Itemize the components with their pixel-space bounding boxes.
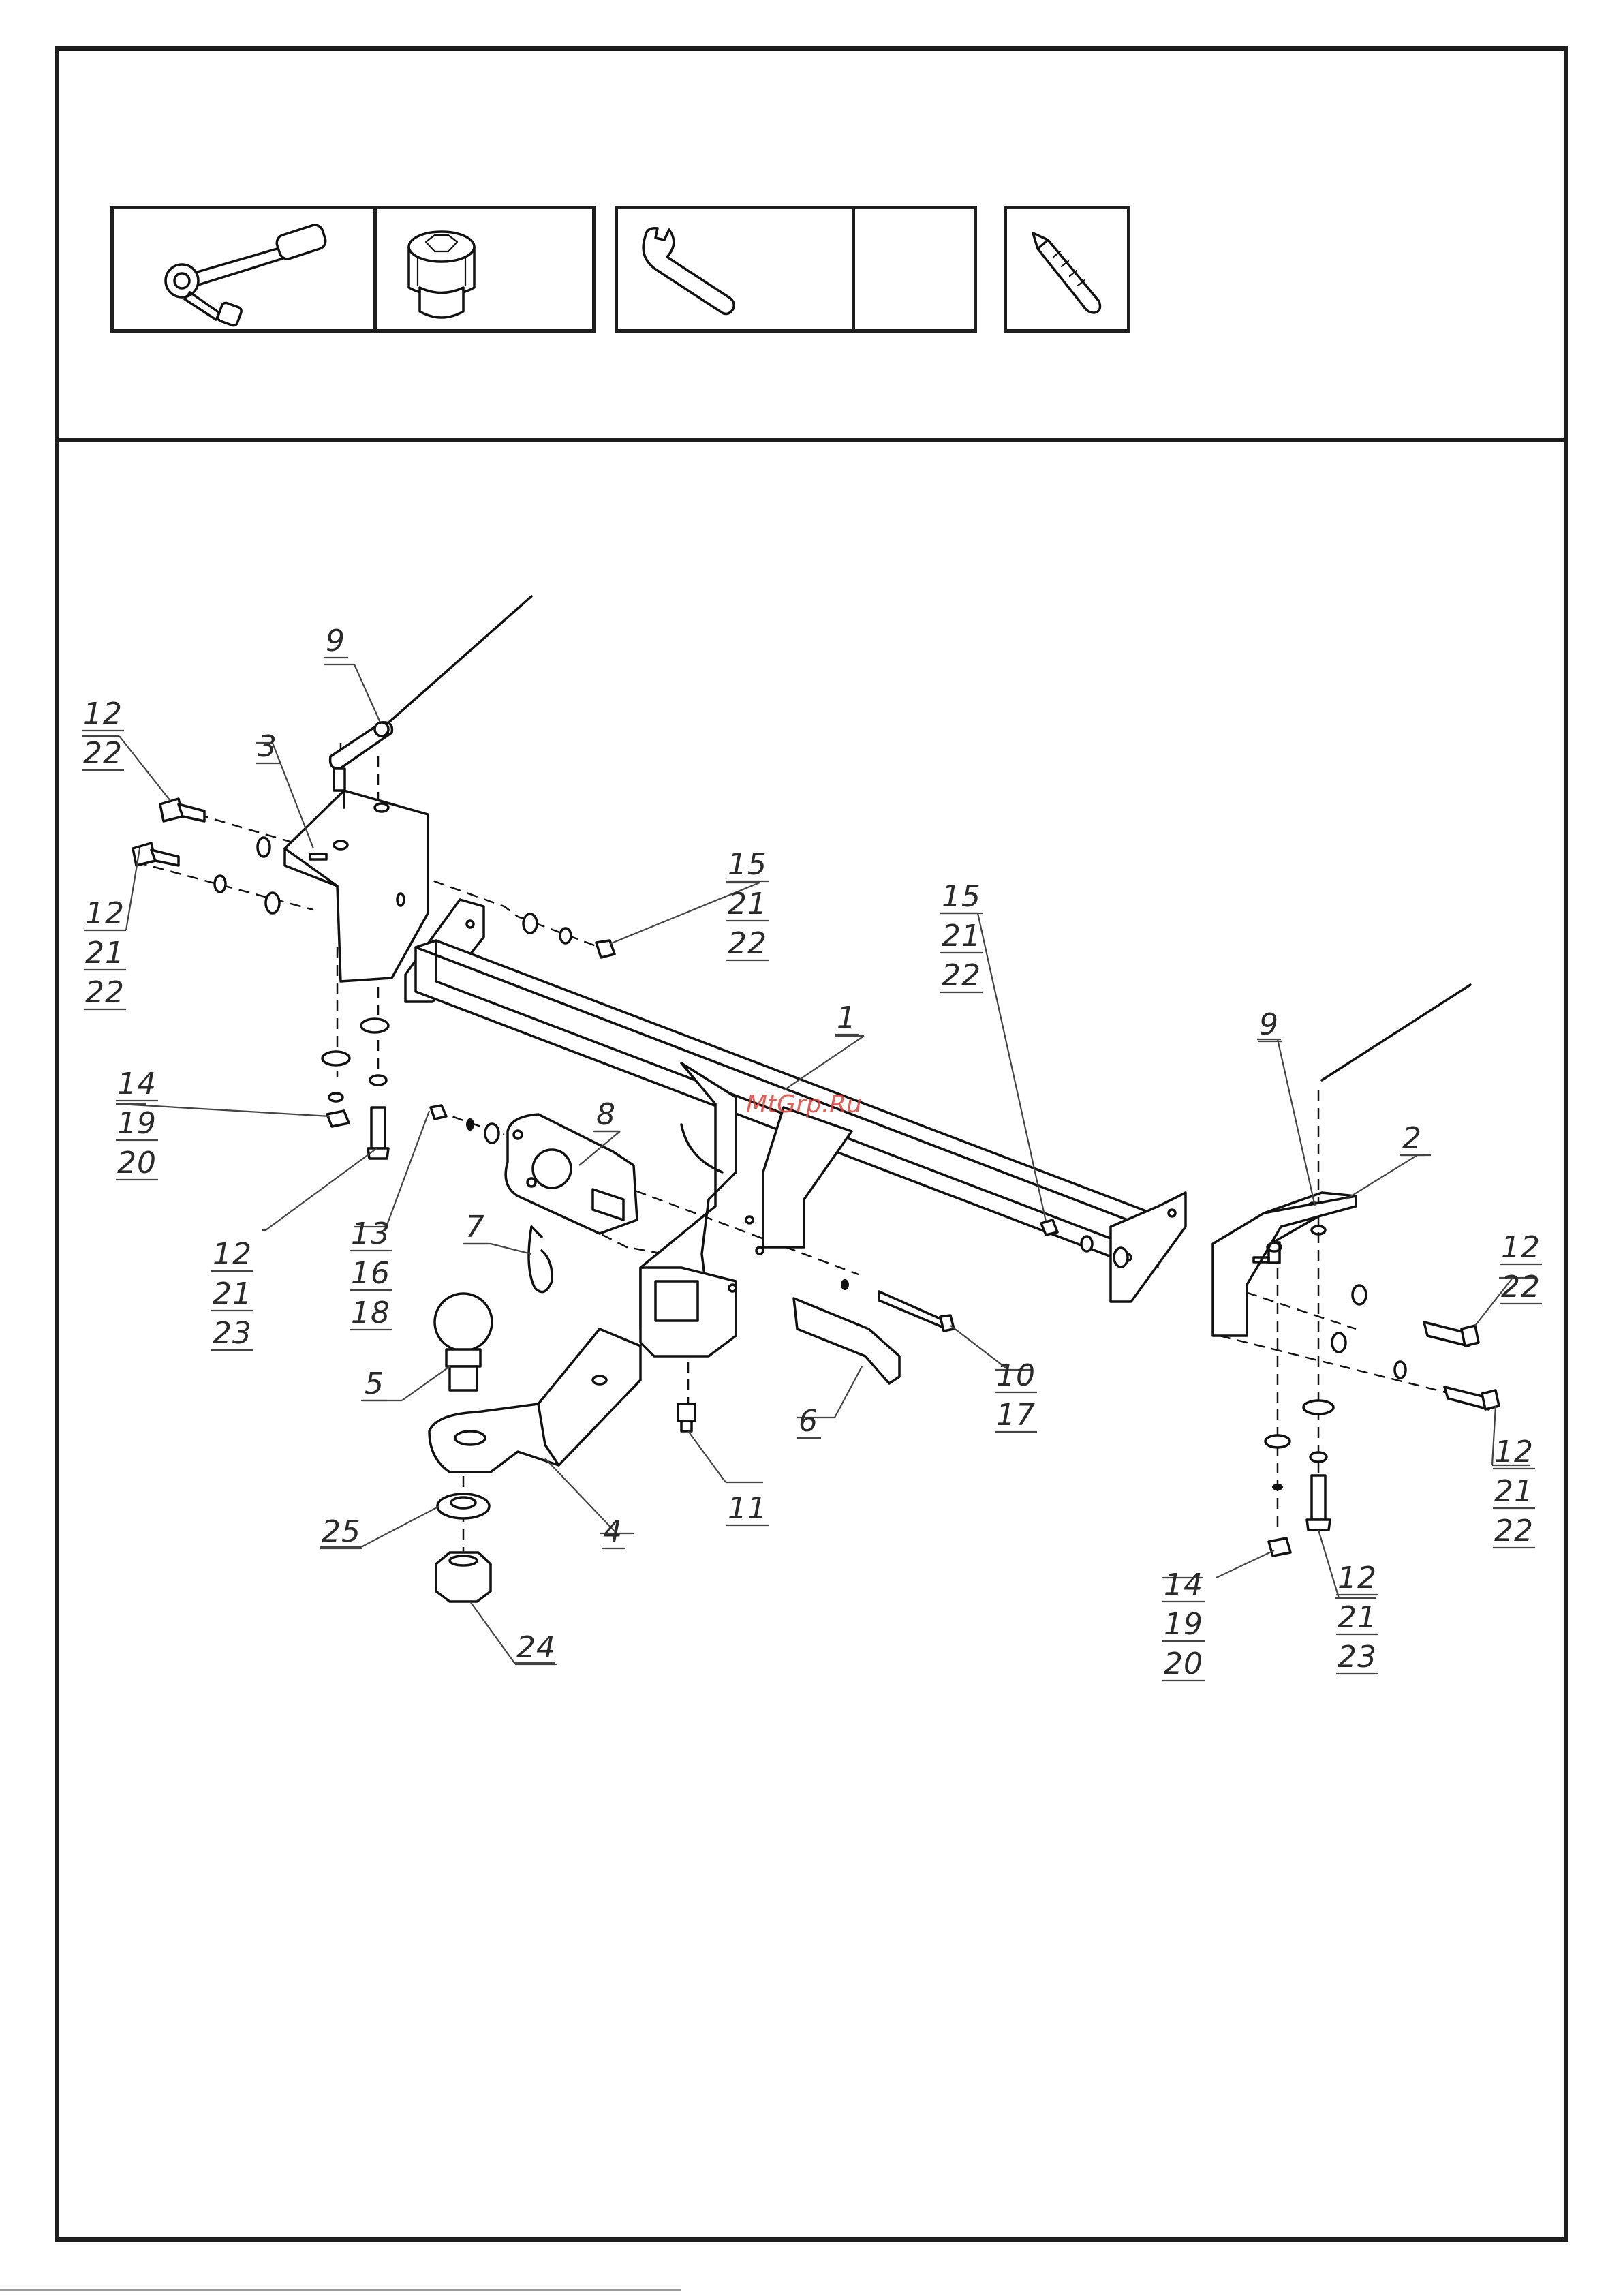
callout-number: 23 bbox=[1338, 1640, 1377, 1674]
callout-number: 21 bbox=[85, 936, 125, 970]
cable-left bbox=[385, 596, 531, 726]
cable-right bbox=[1322, 985, 1470, 1080]
callout-c12c: 12 21 23 bbox=[211, 1237, 253, 1351]
callout-number: 18 bbox=[351, 1296, 390, 1330]
callout-number: 12 bbox=[83, 697, 123, 731]
callout-number: 16 bbox=[351, 1256, 390, 1291]
callout-c15b: 15 21 22 bbox=[940, 879, 983, 993]
callout-c4: 4 bbox=[602, 1514, 625, 1549]
callout-c3: 3 bbox=[256, 729, 280, 764]
callout-number: 10 bbox=[996, 1358, 1036, 1393]
part-9-strap-left bbox=[330, 722, 392, 791]
callout-c1: 1 bbox=[835, 1000, 859, 1035]
part-6-pin bbox=[794, 1298, 899, 1383]
callout-number: 12 bbox=[1338, 1561, 1377, 1595]
callout-number: 21 bbox=[213, 1276, 252, 1311]
callout-number: 25 bbox=[322, 1514, 361, 1549]
part-25-washer bbox=[437, 1494, 489, 1518]
watermark-text: MtGrp.Ru bbox=[746, 1090, 862, 1118]
bolt-set-right bbox=[1265, 1285, 1499, 1556]
callout-number: 20 bbox=[1164, 1647, 1203, 1681]
callout-number: 11 bbox=[728, 1491, 767, 1526]
callout-c12e: 12 21 22 bbox=[1493, 1435, 1535, 1548]
callout-c9a: 9 bbox=[324, 624, 348, 658]
callout-number: 12 bbox=[85, 896, 125, 931]
callout-number: 20 bbox=[117, 1146, 157, 1180]
callout-c8: 8 bbox=[595, 1097, 619, 1132]
callout-c12f: 12 21 23 bbox=[1336, 1561, 1378, 1674]
callout-number: 13 bbox=[351, 1216, 390, 1251]
callout-c9b: 9 bbox=[1258, 1007, 1282, 1042]
callout-number: 9 bbox=[1259, 1007, 1279, 1042]
callout-number: 5 bbox=[365, 1366, 384, 1401]
callout-number: 12 bbox=[213, 1237, 252, 1272]
callout-c11: 11 bbox=[726, 1491, 769, 1526]
callout-number: 15 bbox=[942, 879, 981, 914]
callout-number: 22 bbox=[728, 926, 767, 961]
callout-c12b: 12 21 22 bbox=[84, 896, 126, 1010]
callout-number: 19 bbox=[1164, 1607, 1203, 1642]
part-24-nut bbox=[436, 1552, 491, 1602]
callout-number: 6 bbox=[799, 1404, 818, 1439]
callout-number: 12 bbox=[1501, 1230, 1541, 1265]
callout-c15a: 15 21 22 bbox=[726, 847, 769, 961]
callout-number: 14 bbox=[1164, 1567, 1203, 1602]
callout-number: 7 bbox=[465, 1210, 485, 1244]
callout-c14b: 14 19 20 bbox=[1162, 1567, 1205, 1681]
callout-c25: 25 bbox=[320, 1514, 362, 1549]
callout-c24: 24 bbox=[515, 1630, 557, 1665]
part-3-bracket-left bbox=[285, 791, 428, 981]
callout-c2: 2 bbox=[1401, 1121, 1425, 1156]
callout-c13: 13 16 18 bbox=[350, 1216, 392, 1330]
callout-number: 3 bbox=[258, 729, 277, 764]
part-2-bracket-right bbox=[1213, 1193, 1356, 1336]
callout-number: 12 bbox=[1494, 1435, 1534, 1469]
part-7-clip bbox=[529, 1227, 552, 1292]
callout-number: 8 bbox=[596, 1097, 616, 1132]
part-11-bolt bbox=[678, 1404, 695, 1431]
callout-number: 2 bbox=[1402, 1121, 1422, 1156]
callout-number: 19 bbox=[117, 1106, 157, 1141]
callout-number: 23 bbox=[213, 1316, 252, 1351]
callout-number: 22 bbox=[1501, 1270, 1541, 1304]
part-5-tow-ball bbox=[435, 1294, 492, 1390]
callout-number: 22 bbox=[1494, 1514, 1534, 1548]
callout-number: 14 bbox=[117, 1067, 157, 1101]
callout-number: 24 bbox=[516, 1630, 556, 1665]
callout-number: 9 bbox=[326, 624, 345, 658]
callout-c14a: 14 19 20 bbox=[116, 1067, 158, 1180]
callout-number: 21 bbox=[728, 887, 767, 921]
callout-number: 21 bbox=[942, 919, 981, 953]
callout-number: 22 bbox=[83, 736, 123, 771]
bottom-rule bbox=[0, 2289, 681, 2291]
callout-number: 21 bbox=[1494, 1474, 1534, 1509]
callout-number: 15 bbox=[728, 847, 767, 882]
callout-c6: 6 bbox=[797, 1404, 821, 1439]
callout-number: 1 bbox=[837, 1000, 856, 1035]
nut-set-13 bbox=[431, 1105, 499, 1143]
callout-number: 4 bbox=[603, 1514, 623, 1549]
part-8-socket-plate bbox=[506, 1114, 637, 1234]
callout-number: 22 bbox=[85, 975, 125, 1010]
callout-number: 22 bbox=[942, 958, 981, 993]
callout-c5: 5 bbox=[363, 1366, 387, 1401]
callout-number: 17 bbox=[996, 1398, 1036, 1433]
callout-c7: 7 bbox=[464, 1210, 488, 1244]
callout-number: 21 bbox=[1338, 1600, 1377, 1635]
nut-set-15-left bbox=[523, 914, 615, 958]
